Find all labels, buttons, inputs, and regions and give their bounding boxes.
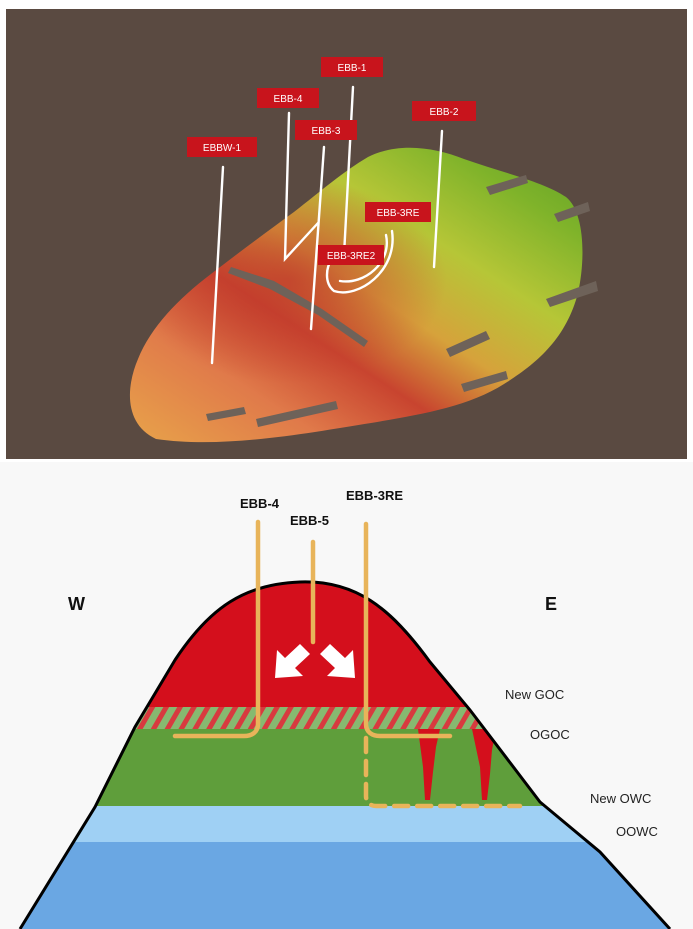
contact-oowc: OOWC bbox=[616, 824, 658, 839]
well-tag-ebb-2[interactable]: EBB-2 bbox=[412, 101, 476, 121]
structure-map-svg: EBB-1 EBB-4 EBB-3 EBB-2 EBBW-1 EBB-3RE E… bbox=[6, 9, 687, 459]
well-tag-ebb-3re2[interactable]: EBB-3RE2 bbox=[318, 245, 384, 265]
cross-section-panel: EBB-4 EBB-5 EBB-3RE W E New GOC OGOC New… bbox=[0, 462, 693, 929]
water-zone bbox=[0, 842, 693, 929]
gas-zone bbox=[0, 562, 693, 707]
well-label-ebb-4: EBB-4 bbox=[240, 496, 280, 511]
transition-water-zone bbox=[0, 806, 693, 842]
contact-new-goc: New GOC bbox=[505, 687, 564, 702]
direction-west: W bbox=[68, 594, 85, 614]
contact-ogoc: OGOC bbox=[530, 727, 570, 742]
well-tag-label: EBB-3RE2 bbox=[327, 251, 376, 262]
well-tag-label: EBB-3RE bbox=[377, 208, 420, 219]
contact-new-owc: New OWC bbox=[590, 791, 651, 806]
well-tag-ebb-4[interactable]: EBB-4 bbox=[257, 88, 319, 108]
well-label-ebb-3re: EBB-3RE bbox=[346, 488, 403, 503]
reservoir-crest-highlight bbox=[130, 148, 583, 442]
well-tag-ebbw-1[interactable]: EBBW-1 bbox=[187, 137, 257, 157]
transition-hatch-band bbox=[0, 707, 693, 729]
well-tag-label: EBB-4 bbox=[274, 94, 303, 105]
well-tag-label: EBB-1 bbox=[338, 63, 367, 74]
well-tag-label: EBB-3 bbox=[312, 126, 341, 137]
well-tag-ebb-3re[interactable]: EBB-3RE bbox=[365, 202, 431, 222]
direction-east: E bbox=[545, 594, 557, 614]
well-label-ebb-5: EBB-5 bbox=[290, 513, 329, 528]
structure-map-panel: EBB-1 EBB-4 EBB-3 EBB-2 EBBW-1 EBB-3RE E… bbox=[6, 9, 687, 459]
cross-section-svg: EBB-4 EBB-5 EBB-3RE W E New GOC OGOC New… bbox=[0, 462, 693, 929]
well-tag-ebb-1[interactable]: EBB-1 bbox=[321, 57, 383, 77]
well-tag-ebb-3[interactable]: EBB-3 bbox=[295, 120, 357, 140]
reservoir-zones bbox=[0, 562, 693, 929]
well-tag-label: EBBW-1 bbox=[203, 143, 242, 154]
well-tag-label: EBB-2 bbox=[430, 107, 459, 118]
